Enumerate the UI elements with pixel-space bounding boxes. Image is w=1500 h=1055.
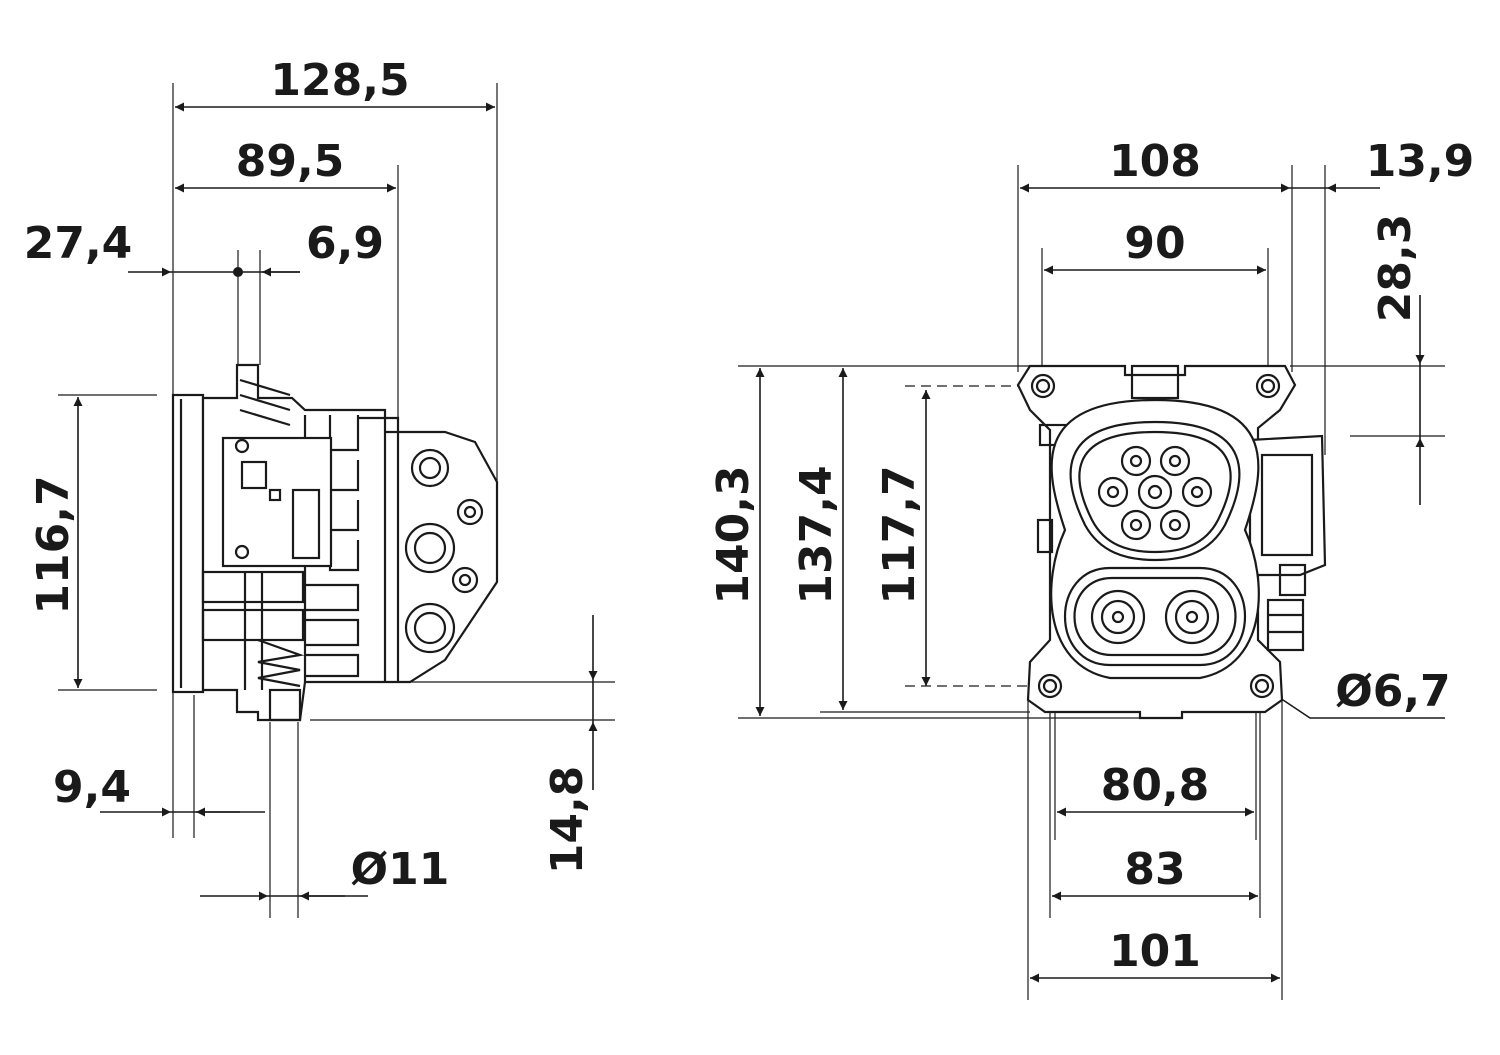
mounting-holes — [1030, 373, 1281, 699]
dim-hole-spacing-bottom: 80,8 — [1101, 760, 1210, 811]
dim-cable-diameter: Ø11 — [351, 844, 450, 895]
ac-socket — [1069, 420, 1241, 562]
side-dimension-lines — [73, 102, 598, 901]
front-dimension-lines — [755, 183, 1445, 983]
ac-pins — [1097, 445, 1213, 541]
lower-lugs — [201, 378, 305, 722]
dc-pins — [1090, 589, 1220, 645]
front-view-part — [1016, 364, 1327, 720]
side-view-part — [171, 363, 499, 722]
dim-flange-width: 101 — [1109, 926, 1201, 977]
front-view: 108 90 13,9 28,3 140,3 137,4 117,7 Ø6,7 … — [708, 136, 1474, 1000]
dim-side-height: 28,3 — [1370, 214, 1421, 323]
dim-flange-thickness: 9,4 — [53, 762, 131, 813]
flange-plate — [171, 393, 205, 694]
dim-body-height: 137,4 — [791, 465, 842, 604]
dim-body-depth: 89,5 — [236, 136, 345, 187]
side-module — [1248, 434, 1327, 652]
inlet-face — [1050, 398, 1260, 680]
dim-hole-spacing-top: 90 — [1124, 218, 1185, 269]
side-ports — [404, 448, 484, 654]
dim-mount-hole: Ø6,7 — [1335, 666, 1450, 717]
side-view: 128,5 89,5 27,4 6,9 116,7 9,4 Ø11 14,8 — [24, 55, 615, 918]
dim-side-overhang: 13,9 — [1366, 136, 1475, 187]
dim-bottom-offset: 14,8 — [542, 766, 593, 875]
dim-overall-height: 140,3 — [708, 465, 759, 604]
dc-socket — [1064, 566, 1246, 667]
dim-rear-offset: 27,4 — [24, 218, 133, 269]
dim-overall-width: 108 — [1109, 136, 1201, 187]
dim-body-width: 83 — [1124, 844, 1185, 895]
dim-overall-depth: 128,5 — [270, 55, 409, 106]
dim-hole-spacing-vertical: 117,7 — [874, 465, 925, 604]
dim-flange-offset: 6,9 — [306, 218, 384, 269]
connector-module — [221, 436, 333, 568]
dim-height: 116,7 — [28, 475, 79, 614]
